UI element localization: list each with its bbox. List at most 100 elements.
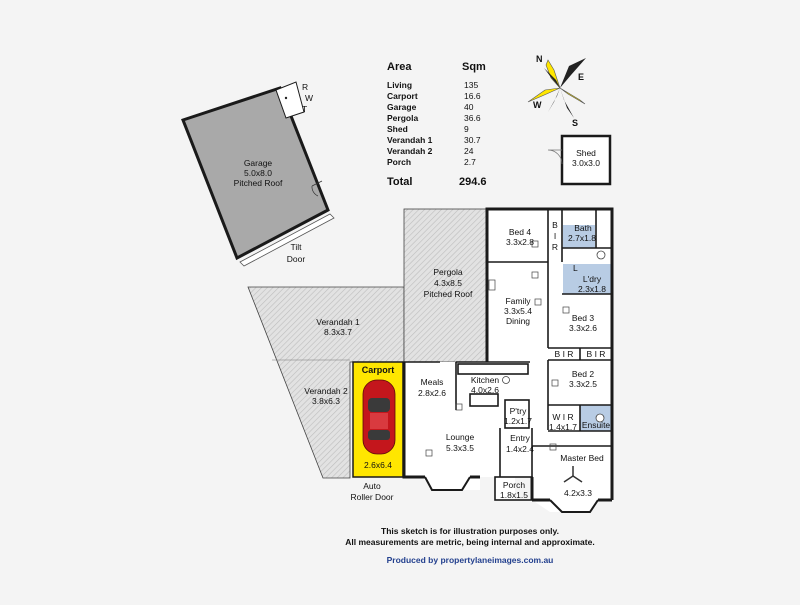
laundry-label: L'dry [583, 274, 602, 284]
porch-label: Porch [503, 480, 525, 490]
sqm-header: Sqm [462, 61, 486, 73]
rainwater-tank: R W T [275, 81, 313, 119]
tilt-door-label: Tilt [290, 242, 302, 252]
credit-link[interactable]: Produced by propertylaneimages.com.au [387, 555, 554, 565]
area-row-value: 16.6 [464, 91, 481, 101]
pergola-note: Pitched Roof [424, 289, 473, 299]
shed-label: Shed [576, 148, 596, 158]
area-row-name: Garage [387, 102, 417, 112]
shed: Shed 3.0x3.0 [547, 134, 612, 186]
carport: Carport 2.6x6.4 [352, 361, 404, 478]
compass-north-label: N [536, 54, 543, 64]
area-row-value: 2.7 [464, 157, 476, 167]
kitchen-size: 4.0x2.6 [471, 385, 499, 395]
area-row-name: Porch [387, 157, 411, 167]
sink-icon [502, 376, 510, 384]
verandah1-label: Verandah 1 [316, 317, 360, 327]
vent-icon [425, 449, 433, 457]
car-icon [362, 379, 396, 455]
area-row-name: Carport [387, 91, 418, 101]
disclaimer-line1: This sketch is for illustration purposes… [381, 526, 559, 536]
area-row-value: 9 [464, 124, 469, 134]
bed2-label: Bed 2 [572, 369, 594, 379]
area-row-name: Living [387, 80, 412, 90]
area-row-name: Pergola [387, 113, 418, 123]
auto-door-label: Roller Door [351, 492, 394, 502]
area-row-name: Shed [387, 124, 408, 134]
lounge-size: 5.3x3.5 [446, 443, 474, 453]
area-row-name: Verandah 1 [387, 135, 433, 145]
vent-icon [549, 443, 557, 451]
bed3-label: Bed 3 [572, 313, 594, 323]
area-row-value: 24 [464, 146, 474, 156]
auto-door-label: Auto [363, 481, 381, 491]
wir-label: W I R [552, 412, 573, 422]
total-label: Total [387, 176, 412, 188]
family-note: Dining [506, 316, 530, 326]
wir-size: 1.4x1.7 [549, 422, 577, 432]
lounge-label: Lounge [446, 432, 475, 442]
carport-label: Carport [362, 365, 395, 375]
vent-icon [562, 306, 570, 314]
entry-label: Entry [510, 433, 531, 443]
compass-rose-icon: N E S W [527, 54, 586, 128]
bir-label: B [552, 220, 558, 230]
area-row-name: Verandah 2 [387, 146, 433, 156]
bed4-size: 3.3x2.8 [506, 237, 534, 247]
meals-label: Meals [421, 377, 444, 387]
area-header: Area [387, 61, 412, 73]
disclaimer-line2: All measurements are metric, being inter… [345, 537, 594, 547]
bir-label: B I R [587, 349, 606, 359]
rwt-r: R [302, 82, 308, 92]
compass-west-label: W [533, 100, 542, 110]
laundry-fill [563, 264, 612, 294]
total-value: 294.6 [459, 176, 487, 188]
garage-note: Pitched Roof [234, 178, 283, 188]
bath-fill [563, 225, 595, 248]
toilet-icon [595, 413, 605, 423]
compass-east-label: E [578, 72, 584, 82]
area-table: Area Sqm Living 135 Carport 16.6 Garage … [387, 61, 487, 188]
pantry-size: 1.2x1.7 [504, 416, 532, 426]
verandah2-size: 3.8x6.3 [312, 396, 340, 406]
family-size: 3.3x5.4 [504, 306, 532, 316]
garage-size: 5.0x8.0 [244, 168, 272, 178]
ceiling-fan-icon [563, 466, 583, 483]
carport-size: 2.6x6.4 [364, 460, 392, 470]
shed-size: 3.0x3.0 [572, 158, 600, 168]
vent-icon [455, 403, 463, 411]
pergola: Pergola 4.3x8.5 Pitched Roof [403, 208, 488, 363]
meals-size: 2.8x2.6 [418, 388, 446, 398]
heater-icon [488, 279, 496, 291]
verandah1-size: 8.3x3.7 [324, 327, 352, 337]
compass-south-label: S [572, 118, 578, 128]
laundry-l-mark: L [573, 263, 578, 273]
bath-label: Bath [574, 223, 592, 233]
rwt-w: W [305, 93, 313, 103]
entry-size: 1.4x2.4 [506, 444, 534, 454]
pergola-label: Pergola [433, 267, 463, 277]
rwt-t: T [302, 104, 307, 114]
area-row-value: 135 [464, 80, 478, 90]
pergola-size: 4.3x8.5 [434, 278, 462, 288]
area-row-value: 40 [464, 102, 474, 112]
bath-size: 2.7x1.8 [568, 233, 596, 243]
verandah2-label: Verandah 2 [304, 386, 348, 396]
vent-icon [551, 379, 559, 387]
garage: Garage 5.0x8.0 Pitched Roof [181, 86, 335, 267]
family-label: Family [505, 296, 531, 306]
vent-icon [531, 271, 539, 279]
bir-label: R [552, 242, 558, 252]
bir-label: I [554, 231, 556, 241]
bed3-size: 3.3x2.6 [569, 323, 597, 333]
bir-label: B I R [555, 349, 574, 359]
tilt-door-label: Door [287, 254, 306, 264]
house: Bed 4 3.3x2.8 Bath 2.7x1.8 L L'dry 2.3x1… [402, 207, 614, 513]
area-row-value: 36.6 [464, 113, 481, 123]
kitchen-label: Kitchen [471, 375, 500, 385]
porch-size: 1.8x1.5 [500, 490, 528, 500]
bed2-size: 3.3x2.5 [569, 379, 597, 389]
vent-icon [534, 298, 542, 306]
